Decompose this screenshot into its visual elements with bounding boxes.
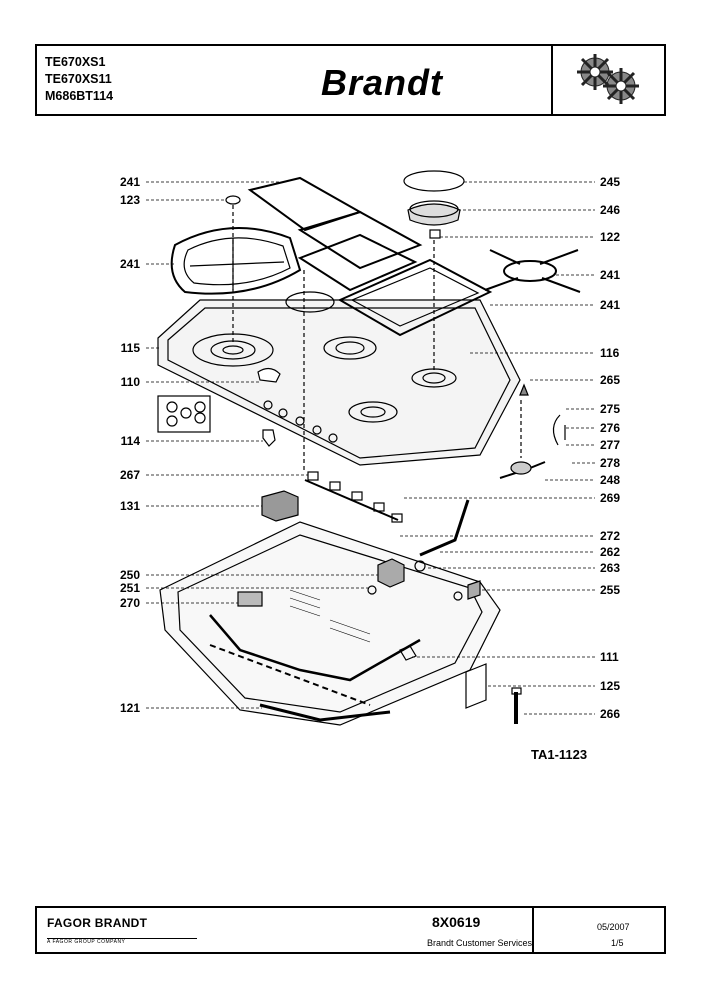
callout-label: 262	[600, 545, 620, 559]
callout-label: 114	[121, 434, 141, 448]
callout-label: 241	[120, 175, 140, 189]
callout-label: 272	[600, 529, 620, 543]
model-code: TE670XS1	[45, 55, 106, 69]
model-code: M686BT114	[45, 89, 114, 103]
callout-label: 121	[120, 701, 140, 715]
gears-icon	[553, 46, 664, 114]
callout-label: 246	[600, 203, 620, 217]
callout-label: 263	[600, 561, 620, 575]
company-tagline: A FAGOR GROUP COMPANY	[47, 939, 126, 945]
document-date: 05/2007	[597, 922, 630, 932]
callout-label: 255	[600, 583, 620, 597]
brand-logo: Brandt	[321, 62, 443, 103]
callout-label: 276	[600, 421, 620, 435]
callout-label: 131	[120, 499, 140, 513]
callout-label: 241	[600, 298, 620, 312]
callout-label: 241	[600, 268, 620, 282]
company-logo: FAGOR BRANDT	[47, 916, 148, 930]
company-underline	[47, 938, 197, 939]
footer-divider	[532, 908, 534, 952]
callout-label: 269	[600, 491, 620, 505]
callout-label: 275	[600, 402, 620, 416]
callout-label: 125	[600, 679, 620, 693]
header-box: TE670XS1 TE670XS11 M686BT114 Brandt	[35, 44, 666, 116]
callout-label: 122	[600, 230, 620, 244]
model-code: TE670XS11	[45, 72, 112, 86]
callout-label: 251	[120, 581, 140, 595]
callout-label: 111	[600, 650, 619, 664]
callout-label: 267	[120, 468, 140, 482]
model-list: TE670XS1 TE670XS11 M686BT114	[45, 54, 113, 105]
callout-label: 123	[120, 193, 140, 207]
callout-label: 270	[120, 596, 140, 610]
callout-label: 116	[600, 346, 620, 360]
callout-label: 266	[600, 707, 620, 721]
footer-box: FAGOR BRANDT A FAGOR GROUP COMPANY 8X061…	[35, 906, 666, 954]
callout-label: 241	[120, 257, 140, 271]
callout-label: 278	[600, 456, 620, 470]
diagram-reference: TA1-1123	[531, 747, 588, 762]
callout-label: 245	[600, 175, 620, 189]
callout-label: 248	[600, 473, 620, 487]
header-divider	[551, 46, 553, 114]
document-code: 8X0619	[432, 914, 481, 930]
callout-label: 277	[600, 438, 620, 452]
callout-label: 115	[121, 341, 141, 355]
callout-label: 110	[121, 375, 141, 389]
page-number: 1/5	[611, 938, 624, 948]
callout-label: 250	[120, 568, 140, 582]
callout-label: 265	[600, 373, 620, 387]
service-name: Brandt Customer Services	[427, 938, 533, 948]
